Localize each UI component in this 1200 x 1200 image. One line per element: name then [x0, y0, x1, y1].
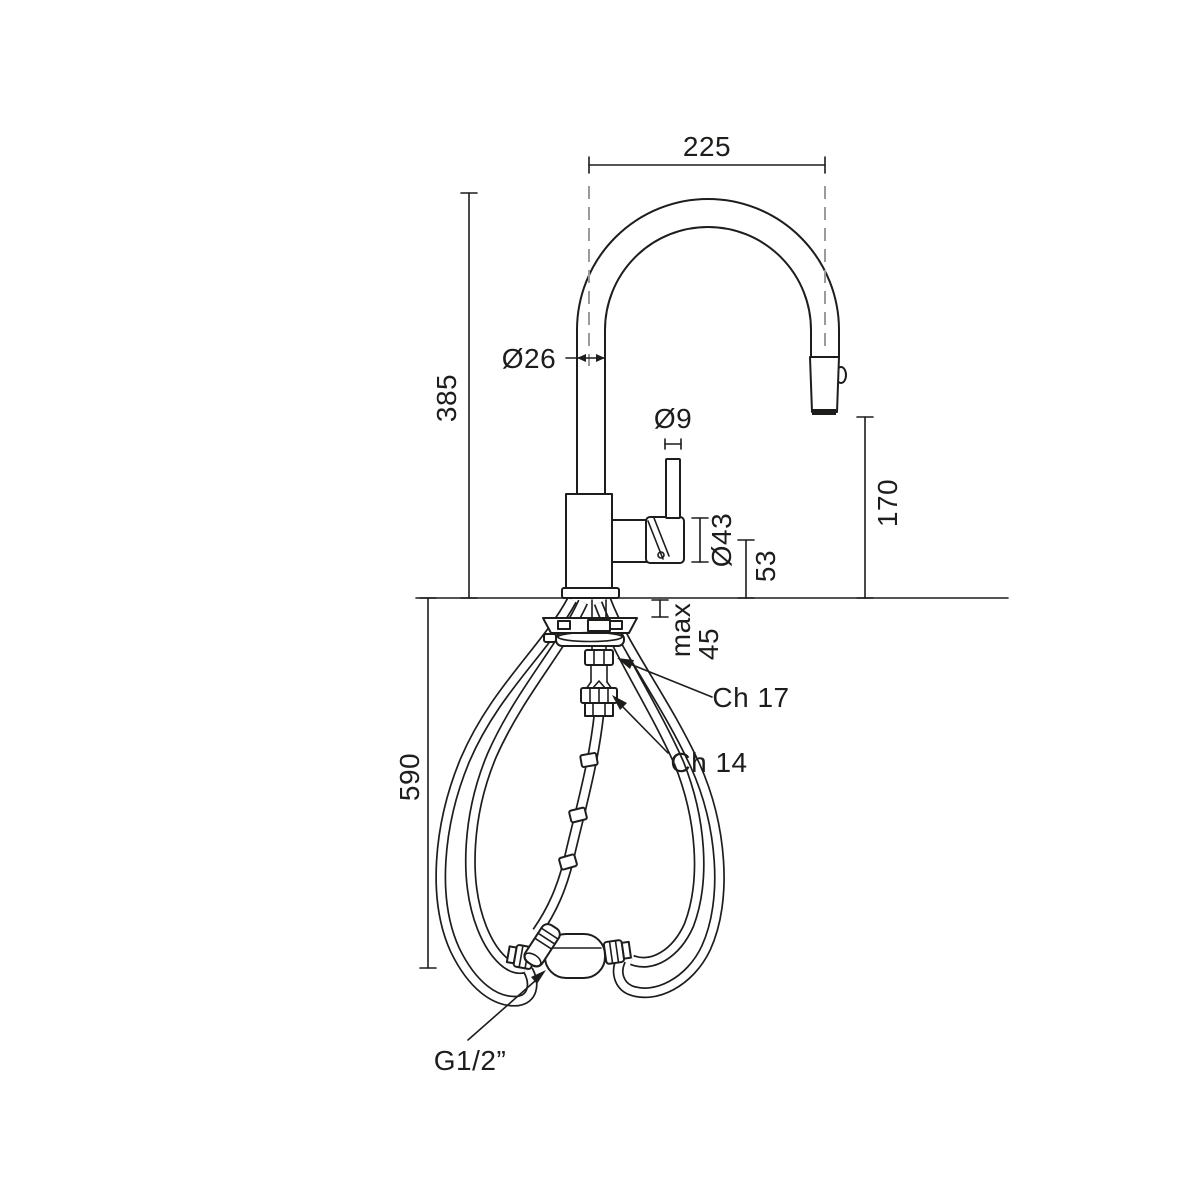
spray-head: [809, 356, 840, 413]
handle-cartridge: [645, 516, 685, 564]
dim-label-lever-diameter: Ø9: [653, 403, 693, 434]
dim-label-deck-max-value: 45: [693, 627, 724, 661]
dim-label-tube-diameter: Ø26: [501, 343, 557, 374]
dim-label-body-height: 53: [750, 549, 781, 583]
g12-elbow: [523, 923, 561, 968]
dim-label-height: 385: [431, 373, 462, 423]
dim-label-cartridge-diameter: Ø43: [706, 512, 737, 568]
pullout-spray-hose: [532, 713, 605, 936]
dim-label-outlet-height: 170: [872, 478, 903, 528]
hose-weight-assembly: [505, 923, 632, 979]
dim-label-hose-depth: 590: [394, 752, 425, 802]
callout-arrows: [467, 658, 713, 1041]
faucet-outline: [561, 198, 847, 599]
centerlines: [588, 186, 826, 366]
faucet-body: [565, 493, 613, 590]
aerator-face: [812, 409, 836, 415]
callout-label-ch14: Ch 14: [670, 747, 748, 778]
base-flange: [561, 587, 620, 599]
mounting-hardware: [542, 599, 638, 717]
ch14-connector: [580, 687, 618, 717]
callout-label-ch17: Ch 17: [712, 682, 790, 713]
supply-hose-loops: [435, 597, 725, 1007]
dimension-lines: [419, 156, 874, 969]
dim-label-deck-max: max: [665, 602, 696, 658]
dim-label-spout-reach: 225: [682, 131, 732, 162]
ch17-nut: [584, 649, 614, 666]
gooseneck-spout: [576, 198, 840, 495]
callout-label-inlet-thread: G1/2”: [433, 1045, 507, 1076]
lever-handle: [665, 458, 681, 519]
